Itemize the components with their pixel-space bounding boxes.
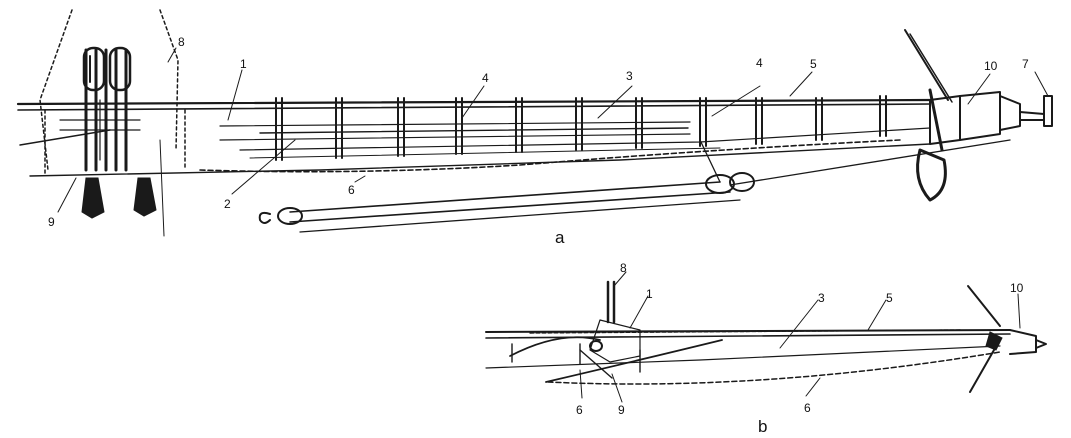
figure-b: 8 1 3 5 10 6 9 6 b [485,261,1047,436]
heel-assembly-b [509,280,723,383]
label-4-right-a: 4 [756,56,763,70]
figure-a: 1 2 3 4 4 5 6 7 8 9 10 a [16,9,1053,247]
boom-spar-a [16,98,932,177]
label-1-a: 1 [240,57,247,71]
label-5-a: 5 [810,57,817,71]
label-9-a: 9 [48,215,55,229]
lower-cable-b [547,351,1001,385]
label-8-a: 8 [178,35,185,49]
label-4-left-a: 4 [482,71,489,85]
inner-rod-a [259,127,689,134]
label-7-a: 7 [1022,57,1029,71]
cargo-hooks-a [81,177,157,219]
chain-assembly-a [19,9,186,237]
caption-a: a [555,228,565,247]
leader-lines-a [57,47,1049,213]
label-10-a: 10 [984,59,998,73]
label-8-b: 8 [620,261,627,275]
end-fitting-b [967,285,1047,393]
label-3-a: 3 [626,69,633,83]
label-5-b: 5 [886,291,893,305]
tackle-a [258,139,1011,233]
caption-b: b [758,417,767,436]
label-10-b: 10 [1010,281,1024,295]
label-6-right-b: 6 [804,401,811,415]
label-1-b: 1 [646,287,653,301]
label-6-a: 6 [348,183,355,197]
label-9-b: 9 [618,403,625,417]
end-fitting-a [904,29,1053,202]
label-2-a: 2 [224,197,231,211]
lower-cable-a [199,139,901,173]
leader-lines-b [579,271,1021,403]
label-3-b: 3 [818,291,825,305]
label-6-left-b: 6 [576,403,583,417]
boom-hoops-a [275,95,887,161]
